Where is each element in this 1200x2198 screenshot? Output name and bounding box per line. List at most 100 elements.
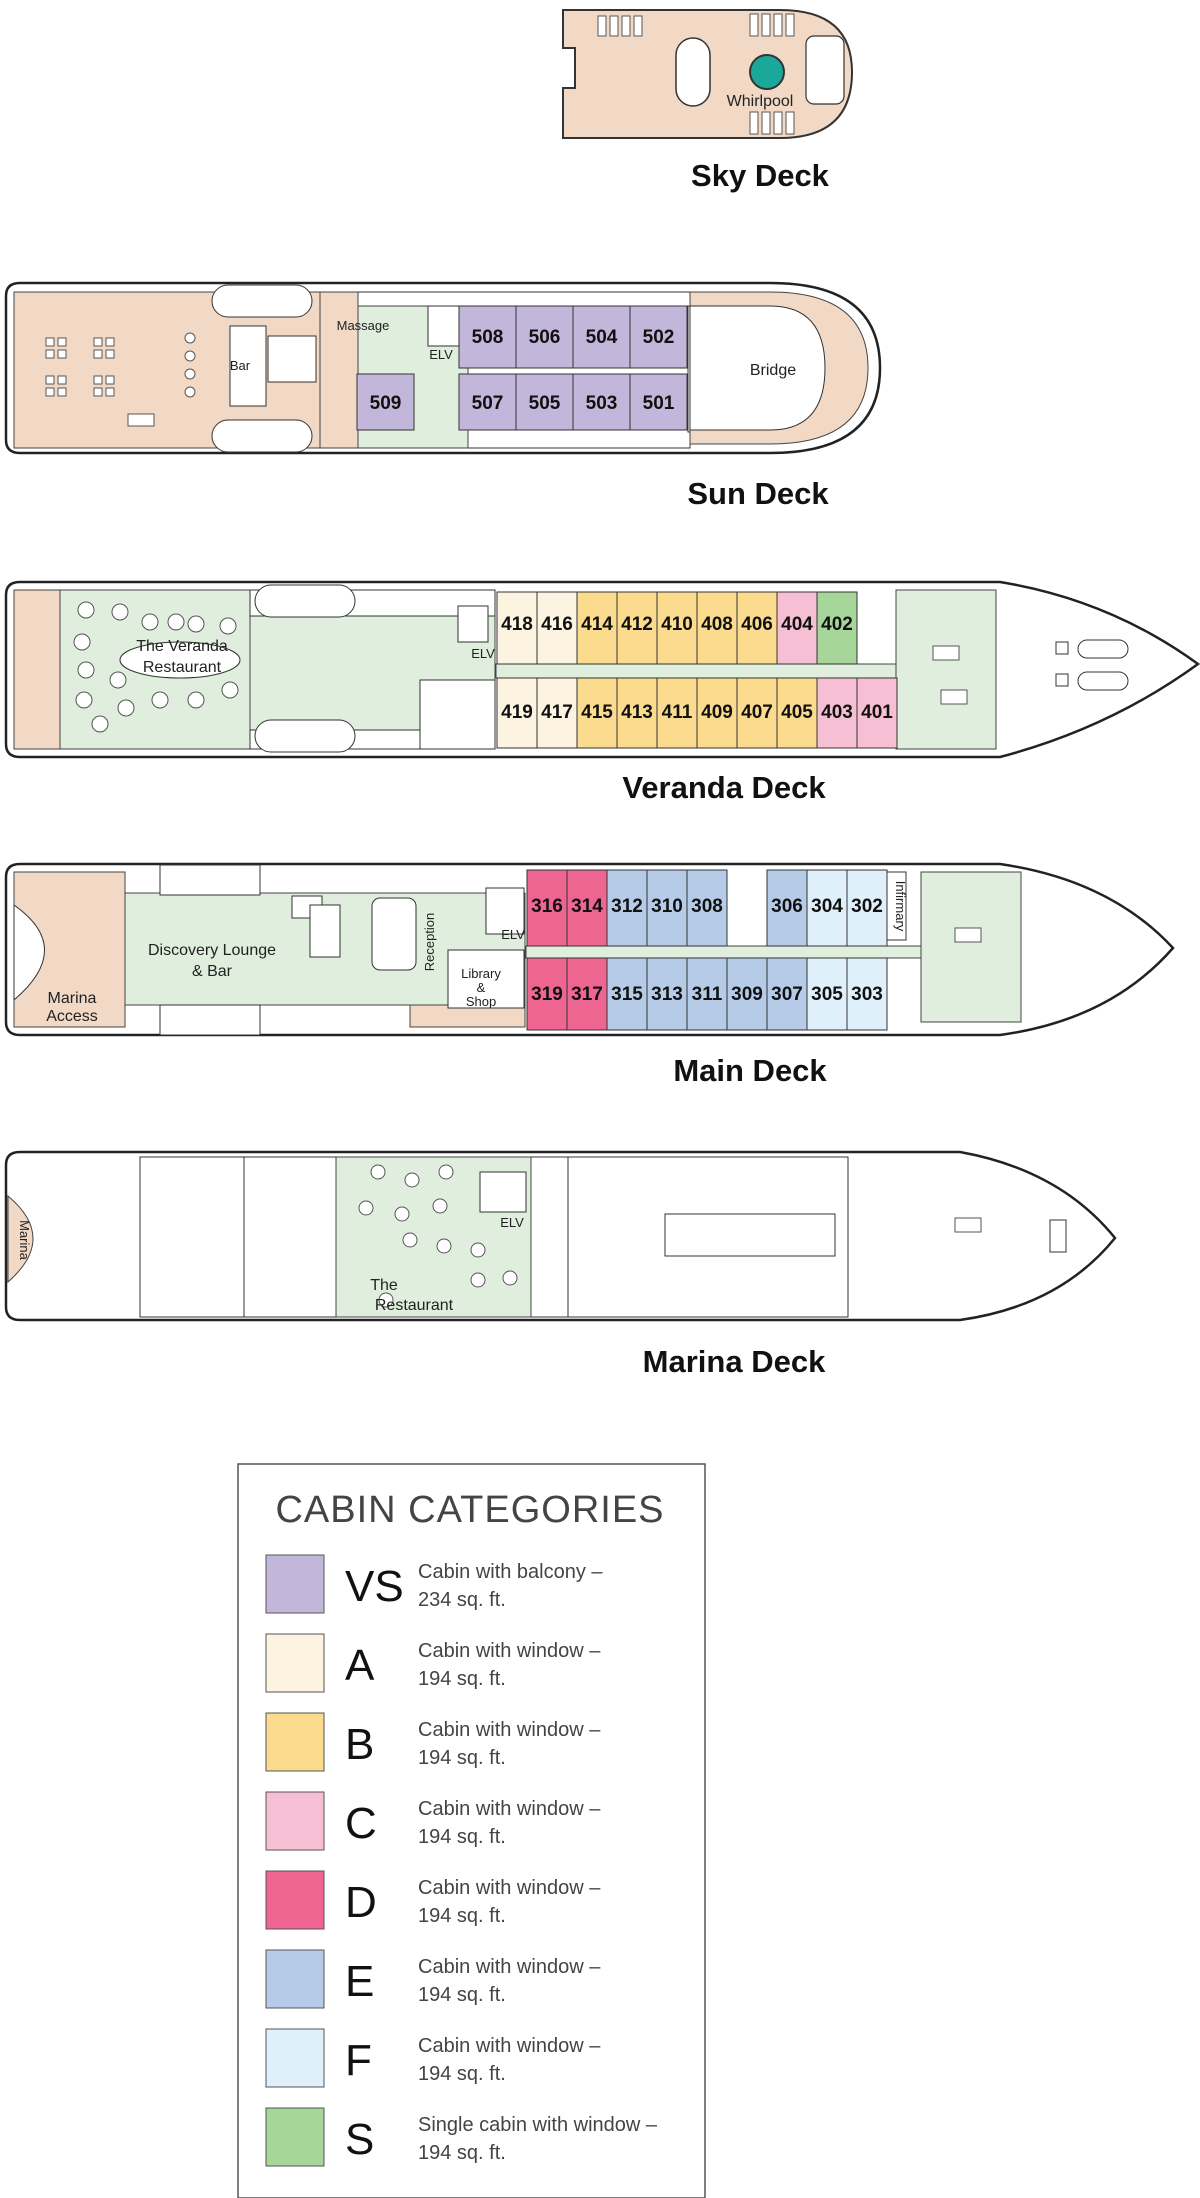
cabin-411[interactable]: 411 bbox=[656, 677, 698, 749]
cabin-503[interactable]: 503 bbox=[572, 373, 631, 431]
cabin-number: 509 bbox=[370, 393, 402, 414]
cabin-number: 406 bbox=[741, 614, 773, 635]
cabin-405[interactable]: 405 bbox=[776, 677, 818, 749]
cabin-319[interactable]: 319 bbox=[526, 957, 568, 1031]
cabin-504[interactable]: 504 bbox=[572, 305, 631, 369]
skylight bbox=[675, 37, 711, 107]
sun-cabins-bottom: 509 507 505 503 501 bbox=[356, 373, 688, 431]
cabin-311[interactable]: 311 bbox=[686, 957, 728, 1031]
cabin-number: 419 bbox=[501, 702, 533, 723]
cabin-419[interactable]: 419 bbox=[496, 677, 538, 749]
cabin-408[interactable]: 408 bbox=[696, 591, 738, 665]
cabin-415[interactable]: 415 bbox=[576, 677, 618, 749]
cabin-306[interactable]: 306 bbox=[766, 869, 808, 947]
cabin-404[interactable]: 404 bbox=[776, 591, 818, 665]
cabin-508[interactable]: 508 bbox=[458, 305, 517, 369]
cabin-fill bbox=[576, 677, 618, 749]
aft-tables bbox=[45, 332, 196, 398]
cabin-413[interactable]: 413 bbox=[616, 677, 658, 749]
reception-label: Reception bbox=[422, 913, 437, 972]
cabin-number: 409 bbox=[701, 702, 733, 723]
cabin-fill bbox=[566, 957, 608, 1031]
cabin-fill bbox=[576, 591, 618, 665]
legend-code: A bbox=[345, 1641, 375, 1690]
cabin-fill bbox=[806, 869, 848, 947]
cabin-304[interactable]: 304 bbox=[806, 869, 848, 947]
cabin-fill bbox=[616, 591, 658, 665]
cabin-402[interactable]: 402 bbox=[816, 591, 858, 665]
cabin-number: 403 bbox=[821, 702, 853, 723]
cabin-502[interactable]: 502 bbox=[629, 305, 688, 369]
cabin-fill bbox=[458, 373, 517, 431]
cabin-number: 505 bbox=[529, 393, 561, 414]
lifeboat-icon bbox=[211, 284, 313, 318]
cabin-505[interactable]: 505 bbox=[515, 373, 574, 431]
legend-swatch bbox=[265, 1949, 325, 2009]
cabin-315[interactable]: 315 bbox=[606, 957, 648, 1031]
cabin-412[interactable]: 412 bbox=[616, 591, 658, 665]
bar-counter bbox=[229, 325, 267, 407]
legend-size: 234 sq. ft. bbox=[418, 1589, 506, 1611]
legend-description: Cabin with window – bbox=[418, 1798, 601, 1820]
cabin-410[interactable]: 410 bbox=[656, 591, 698, 665]
cabin-303[interactable]: 303 bbox=[846, 957, 888, 1031]
cabin-417[interactable]: 417 bbox=[536, 677, 578, 749]
cabin-416[interactable]: 416 bbox=[536, 591, 578, 665]
legend-swatch bbox=[265, 2107, 325, 2167]
marina-label: Marina bbox=[17, 1220, 32, 1261]
cabin-305[interactable]: 305 bbox=[806, 957, 848, 1031]
cabin-401[interactable]: 401 bbox=[856, 677, 898, 749]
cabin-fill bbox=[496, 591, 538, 665]
cabin-fill bbox=[846, 957, 888, 1031]
stairs-icon bbox=[805, 35, 845, 105]
cabin-309[interactable]: 309 bbox=[726, 957, 768, 1031]
deck-title-main: Main Deck bbox=[673, 1053, 827, 1088]
cabin-414[interactable]: 414 bbox=[576, 591, 618, 665]
cabin-number: 411 bbox=[662, 702, 693, 723]
cabin-507[interactable]: 507 bbox=[458, 373, 517, 431]
legend-description: Cabin with window – bbox=[418, 1640, 601, 1662]
cabin-501[interactable]: 501 bbox=[629, 373, 688, 431]
legend-size: 194 sq. ft. bbox=[418, 1984, 506, 2006]
cabin-317[interactable]: 317 bbox=[566, 957, 608, 1031]
cabin-310[interactable]: 310 bbox=[646, 869, 688, 947]
cabin-409[interactable]: 409 bbox=[696, 677, 738, 749]
cabin-number: 507 bbox=[472, 393, 504, 414]
cabin-302[interactable]: 302 bbox=[846, 869, 888, 947]
legend-size: 194 sq. ft. bbox=[418, 1905, 506, 1927]
cabin-506[interactable]: 506 bbox=[515, 305, 574, 369]
veranda-restaurant-label-2: Restaurant bbox=[143, 659, 222, 676]
cabin-312[interactable]: 312 bbox=[606, 869, 648, 947]
cabin-number: 407 bbox=[741, 702, 773, 723]
legend-swatch bbox=[265, 2028, 325, 2088]
cabin-number: 304 bbox=[811, 896, 843, 917]
legend-code: C bbox=[345, 1799, 377, 1848]
legend-code: VS bbox=[345, 1562, 404, 1611]
cabin-fill bbox=[696, 591, 738, 665]
cabin-418[interactable]: 418 bbox=[496, 591, 538, 665]
cabin-number: 501 bbox=[643, 393, 675, 414]
cabin-fill bbox=[629, 305, 688, 369]
cabin-number: 508 bbox=[472, 327, 504, 348]
stairs-icon bbox=[954, 927, 982, 943]
legend-code: S bbox=[345, 2115, 374, 2164]
cabin-403[interactable]: 403 bbox=[816, 677, 858, 749]
cabin-316[interactable]: 316 bbox=[526, 869, 568, 947]
cabin-307[interactable]: 307 bbox=[766, 957, 808, 1031]
cabin-313[interactable]: 313 bbox=[646, 957, 688, 1031]
cabin-314[interactable]: 314 bbox=[566, 869, 608, 947]
main-corridor bbox=[525, 945, 922, 959]
main-forward-lobby bbox=[920, 871, 1022, 1023]
cabin-308[interactable]: 308 bbox=[686, 869, 728, 947]
cabin-fill bbox=[656, 677, 698, 749]
cabin-407[interactable]: 407 bbox=[736, 677, 778, 749]
cabin-406[interactable]: 406 bbox=[736, 591, 778, 665]
cabin-number: 313 bbox=[651, 984, 683, 1005]
cabin-509[interactable]: 509 bbox=[356, 373, 415, 431]
